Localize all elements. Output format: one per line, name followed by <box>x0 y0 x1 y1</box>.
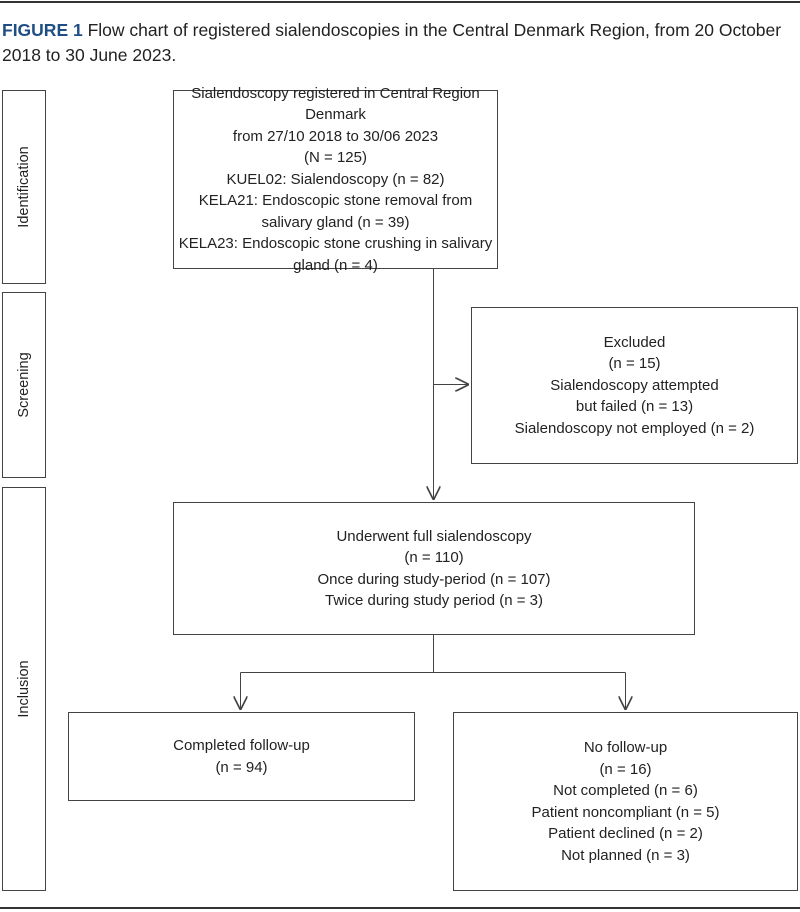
box-line: KUEL02: Sialendoscopy (n = 82) <box>226 170 445 188</box>
box-line: Sialendoscopy attempted <box>550 376 719 394</box>
stage-inclusion: Inclusion <box>2 487 46 891</box>
box-line: Sialendoscopy registered in Central Regi… <box>191 84 480 124</box>
box-line: Not completed (n = 6) <box>553 782 698 799</box>
box-line: (n = 15) <box>608 355 661 373</box>
box-line: Twice during study period (n = 3) <box>324 592 544 609</box>
stage-identification: Identification <box>2 90 46 284</box>
completed-followup-box: Completed follow-up (n = 94) <box>68 712 415 801</box>
bottom-rule <box>0 907 800 909</box>
box-line: but failed (n = 13) <box>575 398 694 416</box>
box-line: from 27/10 2018 to 30/06 2023 <box>232 127 439 145</box>
box-line: (N = 125) <box>304 149 367 167</box>
box-line: KELA23: Endoscopic stone crushing in sal… <box>178 235 493 274</box>
box-line: Sialendoscopy not employed (n = 2) <box>514 419 755 437</box>
no-followup-box: No follow-up (n = 16) Not completed (n =… <box>453 712 798 891</box>
registered-box: Sialendoscopy registered in Central Regi… <box>173 85 498 274</box>
excluded-box: Excluded (n = 15) Sialendoscopy attempte… <box>471 307 798 464</box>
caption-text: Flow chart of registered sialendoscopies… <box>2 20 782 65</box>
box-line: Patient declined (n = 2) <box>548 825 703 842</box>
box-line: KELA21: Endoscopic stone removal from sa… <box>198 192 473 231</box>
figure-caption: FIGURE 1 Flow chart of registered sialen… <box>2 18 792 68</box>
box-line: (n = 110) <box>404 549 464 566</box>
stage-screening: Screening <box>2 292 46 478</box>
box-line: Once during study-period (n = 107) <box>317 570 551 588</box>
box-line: Completed follow-up <box>173 737 310 754</box>
box-line: Excluded <box>603 333 666 351</box>
box-line: (n = 94) <box>215 758 268 776</box>
full-sialendoscopy-box: Underwent full sialendoscopy (n = 110) O… <box>173 502 695 635</box>
box-line: Not planned (n = 3) <box>561 846 690 864</box>
top-rule <box>0 1 800 3</box>
figure-label: FIGURE 1 <box>2 20 83 40</box>
box-line: Patient noncompliant (n = 5) <box>531 803 720 821</box>
box-line: No follow-up <box>583 739 668 756</box>
box-line: (n = 16) <box>599 760 652 778</box>
box-line: Underwent full sialendoscopy <box>336 527 532 545</box>
